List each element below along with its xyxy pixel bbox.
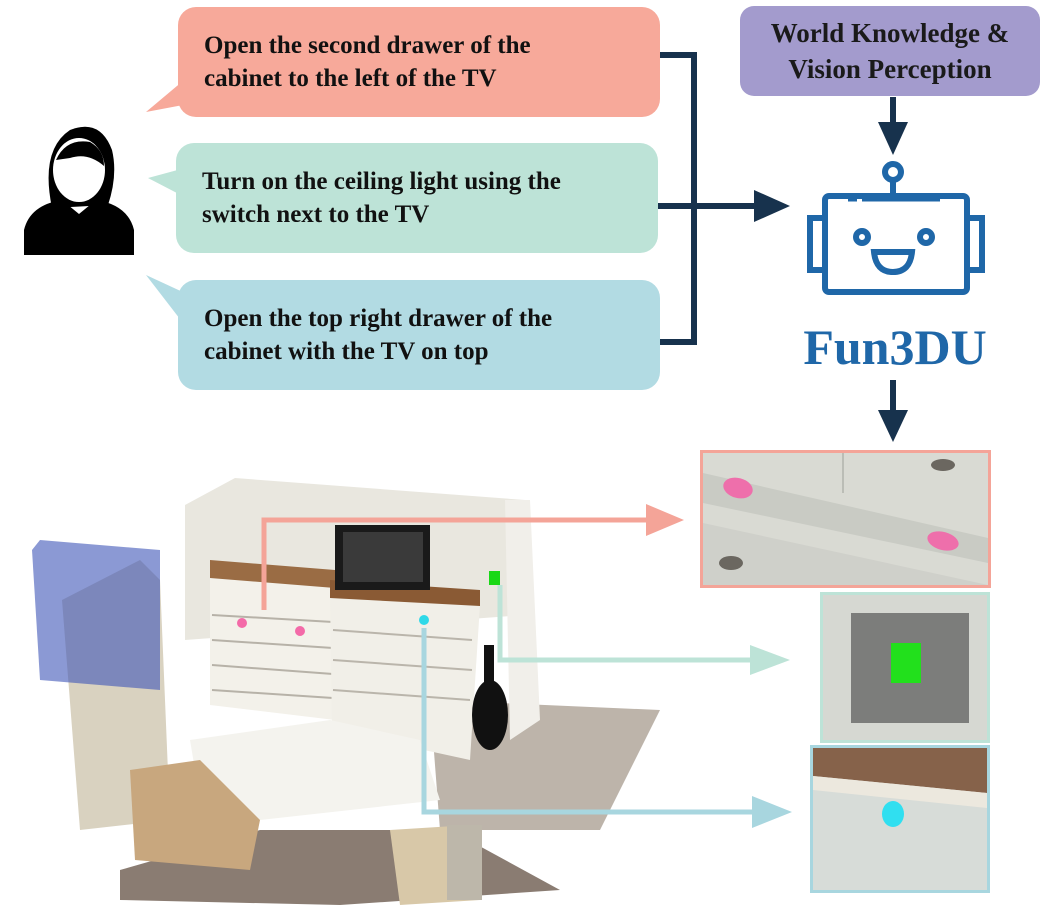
instruction-text-2: Turn on the ceiling light using the swit… — [202, 168, 561, 228]
crop-panel-switch — [820, 592, 990, 743]
instruction-bubble-3: Open the top right drawer of the cabinet… — [178, 280, 660, 390]
arrow-knowledge-down — [878, 122, 908, 155]
instruction-bubble-2: Turn on the ceiling light using the swit… — [176, 143, 658, 253]
knowledge-line-2: Vision Perception — [788, 54, 992, 84]
instruction-text-1: Open the second drawer of the cabinet to… — [204, 32, 531, 92]
user-icon — [24, 126, 134, 255]
crop-arrow-blue — [421, 628, 792, 828]
arrow-fun3du-down — [878, 410, 908, 442]
point-cloud-scene — [32, 478, 660, 905]
crop-arrow-green — [497, 585, 790, 675]
model-name: Fun3DU — [803, 319, 987, 375]
crop-panel-drawer — [700, 450, 991, 588]
knowledge-box: World Knowledge & Vision Perception — [740, 6, 1040, 96]
knowledge-line-1: World Knowledge & — [770, 18, 1010, 48]
crop-panel-knob — [810, 745, 990, 893]
instruction-bubble-1: Open the second drawer of the cabinet to… — [178, 7, 660, 117]
crop-arrow-pink — [261, 504, 684, 610]
arrow-to-robot — [754, 190, 790, 222]
instruction-text-3: Open the top right drawer of the cabinet… — [204, 305, 553, 365]
robot-icon — [807, 161, 985, 295]
